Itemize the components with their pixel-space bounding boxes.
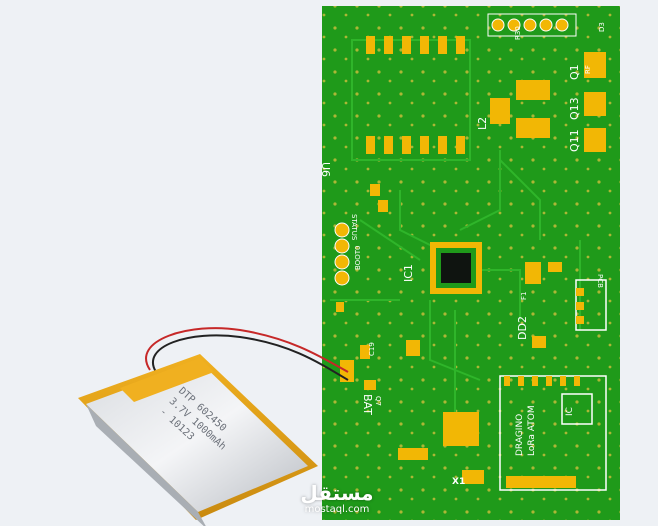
label-q13: Q13: [568, 97, 581, 120]
label-q7: Q7: [374, 396, 382, 406]
label-ic1: IC1: [402, 264, 415, 282]
label-boot: BOOT0: [354, 246, 362, 270]
battery-wires: [145, 327, 349, 381]
label-f1: F1: [520, 292, 528, 300]
label-rf: RF: [584, 65, 592, 74]
label-lora-2: LoRa ATOM: [527, 405, 537, 456]
label-x1: X1: [452, 477, 465, 487]
label-ic: IC: [565, 407, 575, 416]
label-dd2: DD2: [516, 316, 529, 340]
label-l2: L2: [476, 117, 489, 130]
mostaql-watermark: مستقل mostaql.com: [294, 482, 380, 522]
label-u6: U6: [319, 162, 332, 177]
watermark-latin: mostaql.com: [304, 504, 370, 515]
label-q1: Q1: [568, 64, 581, 80]
lipo-battery: DTP 602450 3.7V 1000mAh - 10123: [78, 354, 318, 526]
label-bat: BAT: [361, 394, 374, 415]
label-lora-1: DRAGINO: [515, 414, 525, 456]
label-d3: D3: [598, 22, 606, 32]
watermark-arabic: مستقل: [300, 481, 374, 505]
pcb-board: IC1 U6 L2 Q1 Q13 Q11 DD2 BAT RF PCB F1 B…: [319, 6, 620, 520]
label-q11: Q11: [568, 129, 581, 152]
label-r30: R30: [514, 26, 522, 40]
label-status: STATUS: [350, 214, 358, 241]
label-c19: C19: [368, 342, 376, 356]
label-pcb: PCB: [596, 274, 604, 288]
